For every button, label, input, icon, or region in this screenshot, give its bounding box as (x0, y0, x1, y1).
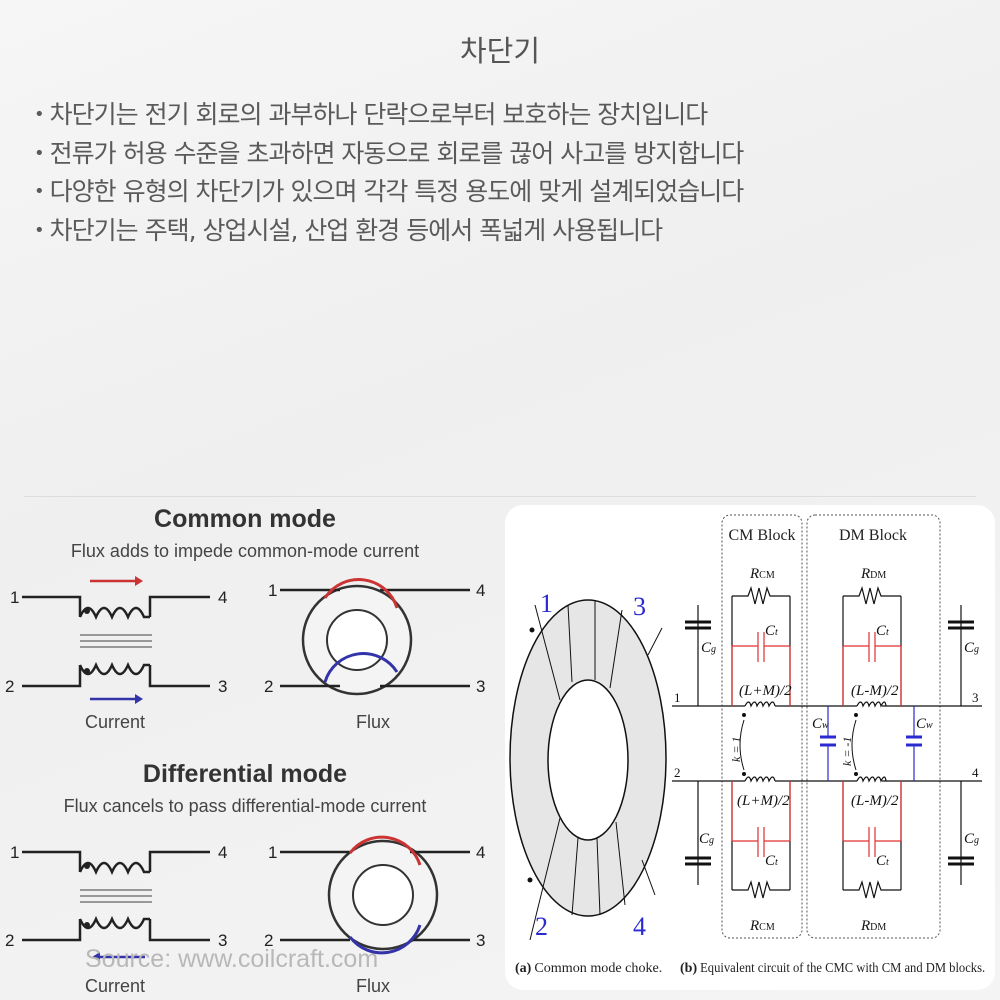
bullet-list: 차단기는 전기 회로의 과부하나 단락으로부터 보호하는 장치입니다 전류가 허… (34, 96, 745, 251)
dm-block-frame (806, 514, 941, 939)
winding-capacitors-cw (820, 706, 922, 781)
pin-label: 1 (10, 843, 19, 862)
bullet-item: 차단기는 주택, 상업시설, 산업 환경 등에서 폭넓게 사용됩니다 (34, 212, 743, 251)
r-dm-label: RDM (860, 918, 886, 934)
polarity-dot (742, 713, 746, 717)
cm-block-frame (721, 514, 803, 939)
cw-label: Cw (812, 716, 829, 732)
pin-label: 4 (476, 843, 485, 862)
choke-pin-label: 2 (535, 912, 548, 941)
parasitic-capacitors-ct (731, 632, 902, 857)
polarity-dot (854, 772, 858, 776)
common-mode-title: Common mode (154, 505, 336, 533)
inductor-label: (L-M)/2 (851, 793, 899, 809)
current-label: Current (85, 976, 145, 996)
common-mode-choke-toroid (509, 599, 667, 941)
cm-block-label: CM Block (728, 527, 795, 544)
cw-label: Cw (916, 716, 933, 732)
current-label: Current (85, 712, 145, 732)
cmc-equivalent-circuit-figure: 1 3 2 4 CM Block DM Block RCM RDM RCM RD… (509, 514, 985, 976)
choke-pin-label: 4 (633, 912, 646, 941)
polarity-dot (84, 863, 90, 869)
polarity-dot (742, 772, 746, 776)
cg-label: Cg (701, 640, 716, 656)
common-mode-toroid (280, 578, 470, 696)
polarity-dot (84, 922, 90, 928)
coupling-k-label: k = -1 (840, 737, 854, 766)
ct-label: Ct (876, 853, 889, 869)
r-cm-label: RCM (749, 566, 775, 582)
pin-label: 2 (264, 677, 273, 696)
flux-label: Flux (356, 976, 390, 996)
dm-block-label: DM Block (839, 527, 907, 544)
differential-mode-toroid (280, 835, 470, 955)
pin-label: 4 (476, 581, 485, 600)
slide-title: 차단기 (459, 34, 541, 68)
inductor-label: (L+M)/2 (737, 793, 790, 809)
bullet-item: 차단기는 전기 회로의 과부하나 단락으로부터 보호하는 장치입니다 (34, 96, 743, 135)
inductor-label: (L-M)/2 (851, 683, 899, 699)
pin-label: 1 (268, 581, 277, 600)
pin-label: 3 (476, 931, 485, 950)
pin-label: 2 (5, 931, 14, 950)
cg-label: Cg (964, 831, 979, 847)
caption-a: (a)Common mode choke. (515, 961, 662, 976)
pin-label: 2 (5, 677, 14, 696)
terminal-label: 2 (674, 765, 681, 780)
common-mode-inductor (22, 595, 210, 688)
polarity-dot (527, 877, 533, 883)
terminal-label: 4 (972, 765, 979, 780)
pin-label: 3 (218, 677, 227, 696)
choke-pin-label: 1 (540, 589, 553, 618)
pin-label: 3 (218, 931, 227, 950)
coupling-k-label: k = 1 (729, 737, 743, 762)
polarity-dot (84, 608, 90, 614)
choke-pin-label: 3 (633, 592, 646, 621)
ct-label: Ct (765, 853, 778, 869)
cg-label: Cg (964, 640, 979, 656)
bullet-item: 전류가 허용 수준을 초과하면 자동으로 회로를 끊어 사고를 방지합니다 (34, 135, 745, 174)
flux-label: Flux (356, 712, 390, 732)
bullet-item: 다양한 유형의 차단기가 있으며 각각 특정 용도에 맞게 설계되었습니다 (34, 173, 745, 212)
differential-mode-subtitle: Flux cancels to pass differential-mode c… (64, 796, 427, 816)
pin-label: 2 (264, 931, 273, 950)
differential-mode-title: Differential mode (143, 760, 347, 788)
caption-b: (b)Equivalent circuit of the CMC with CM… (680, 961, 985, 976)
common-mode-subtitle: Flux adds to impede common-mode current (71, 541, 419, 561)
polarity-dot (84, 668, 90, 674)
arrow-icon (135, 694, 143, 704)
inductor-label: (L+M)/2 (739, 683, 792, 699)
divider (24, 496, 976, 497)
pin-label: 1 (268, 843, 277, 862)
pin-label: 4 (218, 843, 227, 862)
arrow-icon (135, 576, 143, 586)
polarity-dot (529, 627, 535, 633)
terminal-label: 1 (674, 690, 681, 705)
pin-label: 3 (476, 677, 485, 696)
arrow-icon (92, 952, 100, 962)
common-differential-mode-figure: Common mode Flux adds to impede common-m… (5, 505, 485, 996)
pin-label: 1 (10, 588, 19, 607)
source-watermark: Source: www.coilcraft.com (85, 945, 378, 973)
r-dm-label: RDM (860, 566, 886, 582)
circuit-wires (672, 585, 982, 899)
polarity-dot (854, 713, 858, 717)
r-cm-label: RCM (749, 918, 775, 934)
ct-label: Ct (765, 623, 778, 639)
terminal-label: 3 (972, 690, 979, 705)
differential-mode-inductor (22, 850, 210, 942)
cg-label: Cg (699, 831, 714, 847)
coupling-arc (739, 719, 857, 771)
pin-label: 4 (218, 588, 227, 607)
ct-label: Ct (876, 623, 889, 639)
